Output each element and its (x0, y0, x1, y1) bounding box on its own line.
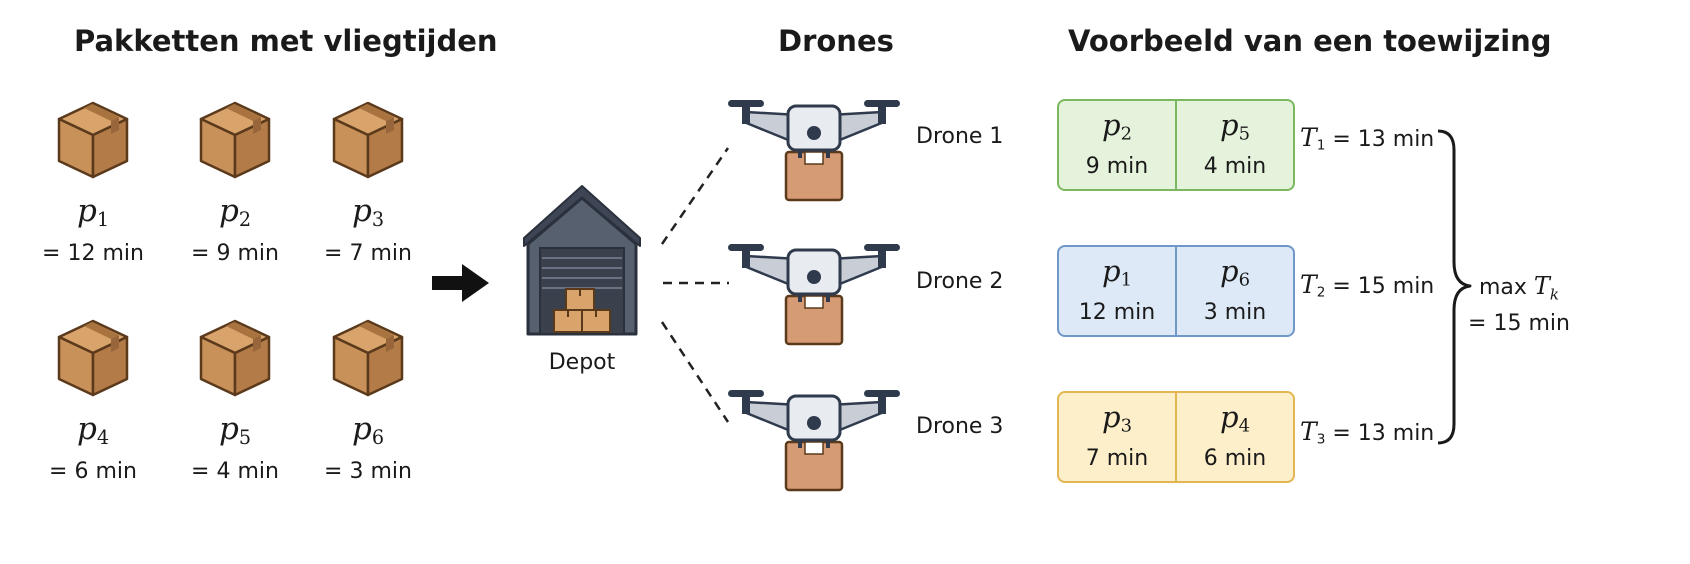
max-value: = 15 min (1468, 311, 1570, 337)
cell-package-name: p2 (1101, 108, 1132, 145)
package-time: = 7 min (324, 240, 412, 266)
assignment-title: Voorbeeld van een toewijzing (1068, 24, 1552, 58)
package-name: p6 (351, 411, 385, 449)
package-box-icon (57, 101, 129, 179)
cell-package-time: 6 min (1203, 445, 1267, 471)
package-time: = 4 min (191, 458, 279, 484)
assignment-cell: p4 6 min (1175, 393, 1293, 481)
package-label: p5 = 4 min (155, 411, 315, 488)
package-label: p1 = 12 min (13, 193, 173, 270)
package-time: = 6 min (49, 458, 137, 484)
drones-title: Drones (778, 24, 894, 58)
cell-package-name: p3 (1101, 400, 1132, 437)
drone-label: Drone 1 (916, 124, 1004, 149)
depot-label: Depot (548, 350, 616, 375)
package-time: = 9 min (191, 240, 279, 266)
package-box-icon (332, 319, 404, 397)
package-label: p3 = 7 min (288, 193, 448, 270)
total-time-drone-3: T3 = 13 min (1300, 417, 1435, 448)
assignment-cell: p3 7 min (1059, 393, 1175, 481)
connector-line (660, 147, 730, 245)
packages-title: Pakketten met vliegtijden (74, 24, 498, 58)
cell-package-time: 9 min (1085, 153, 1149, 179)
package-label: p6 = 3 min (288, 411, 448, 488)
max-makespan: max Tk = 15 min (1464, 271, 1574, 339)
drone-label: Drone 2 (916, 269, 1004, 294)
max-expression: max Tk (1478, 272, 1560, 304)
package-name: p5 (218, 411, 252, 449)
package-label: p2 = 9 min (155, 193, 315, 270)
total-time-drone-2: T2 = 15 min (1300, 270, 1435, 301)
package-box-icon (332, 101, 404, 179)
cell-package-time: 12 min (1078, 299, 1156, 325)
cell-package-time: 3 min (1203, 299, 1267, 325)
assignment-box-drone-2: p1 12 min p6 3 min (1057, 245, 1295, 337)
package-time: = 3 min (324, 458, 412, 484)
curly-brace (1437, 129, 1472, 445)
assignment-box-drone-1: p2 9 min p5 4 min (1057, 99, 1295, 191)
assignment-box-drone-3: p3 7 min p4 6 min (1057, 391, 1295, 483)
cell-package-name: p4 (1219, 400, 1250, 437)
cell-package-time: 7 min (1085, 445, 1149, 471)
cell-package-time: 4 min (1203, 153, 1267, 179)
assignment-cell: p1 12 min (1059, 247, 1175, 335)
arrow-right-icon (432, 264, 489, 302)
assignment-cell: p2 9 min (1059, 101, 1175, 189)
package-box-icon (57, 319, 129, 397)
drone-label: Drone 3 (916, 414, 1004, 439)
connector-line (660, 321, 730, 423)
package-name: p2 (218, 193, 252, 231)
cell-package-name: p5 (1219, 108, 1250, 145)
package-time: = 12 min (42, 240, 144, 266)
drone-icon (726, 98, 902, 202)
assignment-cell: p5 4 min (1175, 101, 1293, 189)
assignment-cell: p6 3 min (1175, 247, 1293, 335)
drone-icon (726, 388, 902, 492)
drone-icon (726, 242, 902, 346)
total-time-drone-1: T1 = 13 min (1300, 123, 1435, 154)
warehouse-icon (523, 185, 641, 336)
package-label: p4 = 6 min (13, 411, 173, 488)
package-box-icon (199, 101, 271, 179)
cell-package-name: p1 (1101, 254, 1132, 291)
package-name: p4 (76, 411, 110, 449)
package-name: p3 (351, 193, 385, 231)
package-name: p1 (76, 193, 110, 231)
package-box-icon (199, 319, 271, 397)
cell-package-name: p6 (1219, 254, 1250, 291)
